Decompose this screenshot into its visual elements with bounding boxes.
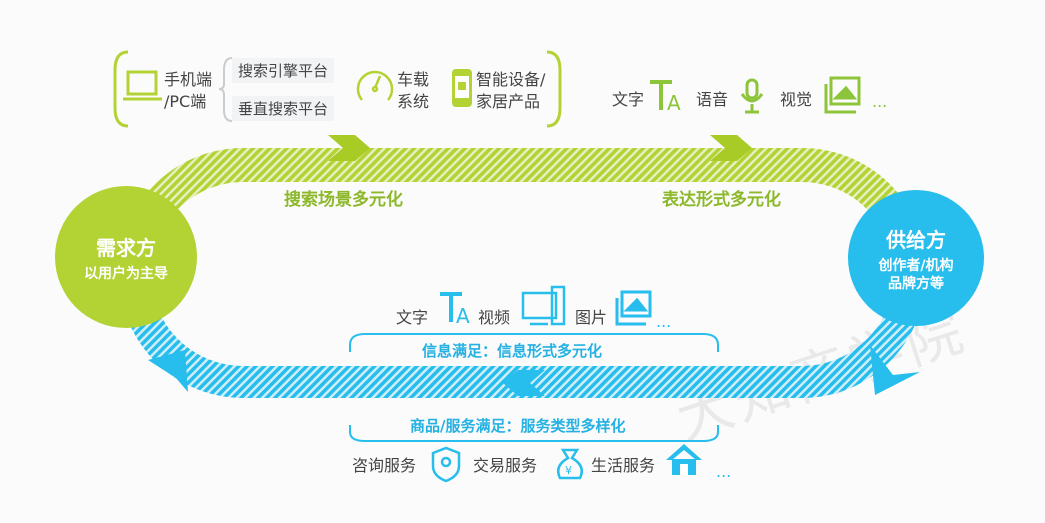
text-icon-a: A bbox=[667, 91, 681, 115]
info-bracket bbox=[349, 333, 719, 352]
image-icon bbox=[824, 76, 861, 114]
supply-subtitle-2: 品牌方等 bbox=[888, 275, 944, 292]
more-ellipsis: ... bbox=[872, 92, 888, 111]
smart-line2: 家居产品 bbox=[476, 92, 541, 111]
info-text: 文字 bbox=[396, 308, 429, 327]
platform-search-engine: 搜索引擎平台 bbox=[232, 58, 335, 83]
smart-line1: 智能设备/ bbox=[476, 70, 546, 89]
brace bbox=[218, 57, 233, 122]
info-image: 图片 bbox=[575, 308, 608, 327]
top-band bbox=[120, 148, 925, 250]
bracket-left bbox=[113, 50, 129, 128]
supply-circle: 供给方 创作者/机构 品牌方等 bbox=[848, 190, 984, 326]
video-icon bbox=[521, 285, 566, 326]
service-trade: 交易服务 bbox=[473, 456, 538, 475]
microphone-icon bbox=[740, 78, 764, 114]
goods-bracket bbox=[349, 425, 719, 442]
label-search-scene: 搜索场景多元化 bbox=[284, 190, 403, 210]
house-icon bbox=[666, 444, 702, 475]
text-icon bbox=[650, 80, 672, 110]
arrowhead-icon bbox=[148, 350, 188, 392]
demand-circle: 需求方 以用户为主导 bbox=[55, 186, 197, 328]
chevron-left-icon bbox=[503, 370, 545, 396]
goods-more: ... bbox=[716, 462, 732, 481]
supply-subtitle-1: 创作者/机构 bbox=[878, 257, 954, 274]
info-video: 视频 bbox=[478, 308, 511, 327]
arrowhead-icon bbox=[870, 345, 920, 395]
service-life: 生活服务 bbox=[591, 456, 656, 475]
bracket-right bbox=[546, 50, 562, 128]
device-line1: 手机端 bbox=[164, 70, 213, 89]
shield-user-icon bbox=[431, 446, 461, 483]
goods-caption: 商品/服务满足：服务类型多样化 bbox=[410, 417, 626, 435]
image-icon bbox=[615, 290, 652, 326]
service-consult: 咨询服务 bbox=[352, 456, 417, 475]
text-icon bbox=[440, 292, 462, 322]
money-bag-icon: ¥ bbox=[557, 448, 583, 480]
label-text: 文字 bbox=[612, 90, 645, 109]
chevron-right-icon bbox=[710, 135, 752, 161]
label-voice: 语音 bbox=[696, 90, 729, 109]
text-icon-a: A bbox=[456, 304, 470, 328]
demand-subtitle: 以用户为主导 bbox=[84, 265, 168, 282]
speedometer-icon bbox=[356, 70, 394, 101]
demand-title: 需求方 bbox=[96, 235, 156, 260]
chevron-right-icon bbox=[328, 135, 370, 161]
car-line1: 车载 bbox=[397, 70, 430, 89]
info-caption: 信息满足：信息形式多元化 bbox=[422, 342, 603, 360]
device-line2: /PC端 bbox=[164, 92, 207, 111]
label-visual: 视觉 bbox=[780, 90, 813, 109]
info-more: ... bbox=[656, 312, 672, 331]
car-line2: 系统 bbox=[397, 92, 430, 111]
supply-title: 供给方 bbox=[886, 227, 946, 252]
platform-vertical-search: 垂直搜索平台 bbox=[232, 96, 335, 121]
svg-text:¥: ¥ bbox=[565, 464, 572, 477]
laptop-icon bbox=[123, 70, 162, 101]
smart-device-icon bbox=[452, 69, 472, 107]
label-expression-form: 表达形式多元化 bbox=[662, 190, 781, 210]
